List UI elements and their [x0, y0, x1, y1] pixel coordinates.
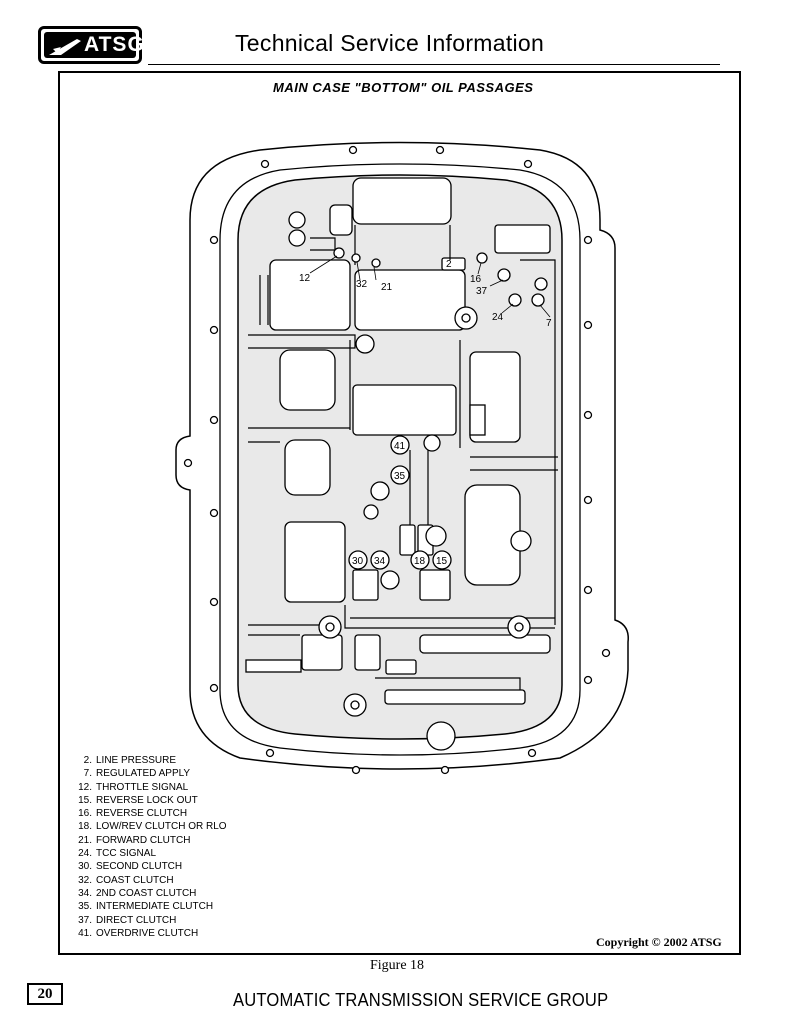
- footer-title: AUTOMATIC TRANSMISSION SERVICE GROUP: [233, 990, 609, 1010]
- legend-item: 7.REGULATED APPLY: [83, 768, 191, 780]
- airplane-icon: [49, 39, 81, 55]
- figure-title: MAIN CASE "BOTTOM" OIL PASSAGES: [273, 80, 534, 95]
- legend-item: 34.2ND COAST CLUTCH: [78, 887, 197, 899]
- callout-leaders: [309, 255, 551, 318]
- passage-holes: [333, 247, 548, 570]
- figure-frame: [58, 71, 741, 955]
- callout-2: 2: [446, 259, 452, 270]
- cavity-outlines: [245, 177, 551, 705]
- legend-item: 12.THROTTLE SIGNAL: [78, 781, 189, 793]
- callout-41: 41: [394, 441, 406, 452]
- legend-item: 41.OVERDRIVE CLUTCH: [78, 927, 199, 939]
- page-header-title: Technical Service Information: [235, 30, 545, 56]
- legend-item: 2.LINE PRESSURE: [83, 755, 177, 766]
- passage-legend: 2.LINE PRESSURE 7.REGULATED APPLY 12.THR…: [72, 754, 227, 940]
- legend-item: 35.INTERMEDIATE CLUTCH: [78, 901, 214, 913]
- legend-item: 16.REVERSE CLUTCH: [78, 808, 188, 820]
- figure-caption: Figure 18: [370, 958, 425, 973]
- legend-item: 18.LOW/REV CLUTCH OR RLO: [78, 821, 227, 833]
- legend-item: 21.FORWARD CLUTCH: [78, 834, 191, 846]
- legend-item: 37.DIRECT CLUTCH: [78, 914, 177, 926]
- callout-34: 34: [374, 556, 386, 567]
- case-bottom-diagram: 2 7 12 15 16 18 21 24 30 32 34 35 37 41: [175, 141, 629, 775]
- callout-21: 21: [381, 282, 393, 293]
- callout-30: 30: [352, 556, 364, 567]
- callout-37: 37: [476, 286, 488, 297]
- legend-item: 24.TCC SIGNAL: [78, 848, 157, 860]
- callout-16: 16: [470, 274, 482, 285]
- logo-text: ATSG: [84, 33, 145, 56]
- legend-item: 15.REVERSE LOCK OUT: [78, 794, 198, 806]
- callout-15: 15: [436, 556, 448, 567]
- copyright-notice: Copyright © 2002 ATSG: [596, 935, 722, 949]
- bolt-holes: [183, 145, 611, 775]
- logo-background: ATSG: [44, 32, 144, 58]
- callout-18: 18: [414, 556, 426, 567]
- legend-item: 30.SECOND CLUTCH: [78, 861, 183, 873]
- callout-7: 7: [546, 318, 552, 329]
- callout-12: 12: [299, 273, 311, 284]
- callout-32: 32: [356, 279, 368, 290]
- legend-item: 32.COAST CLUTCH: [78, 874, 174, 886]
- callout-35: 35: [394, 471, 406, 482]
- atsg-logo: ATSG: [38, 26, 144, 64]
- callout-24: 24: [492, 312, 504, 323]
- diagram-callouts: 2 7 12 15 16 18 21 24 30 32 34 35 37 41: [299, 259, 552, 567]
- page-number: 20: [27, 983, 63, 1005]
- oil-passages: [248, 225, 558, 690]
- plain-ports: [288, 211, 532, 751]
- header-rule: [148, 64, 720, 65]
